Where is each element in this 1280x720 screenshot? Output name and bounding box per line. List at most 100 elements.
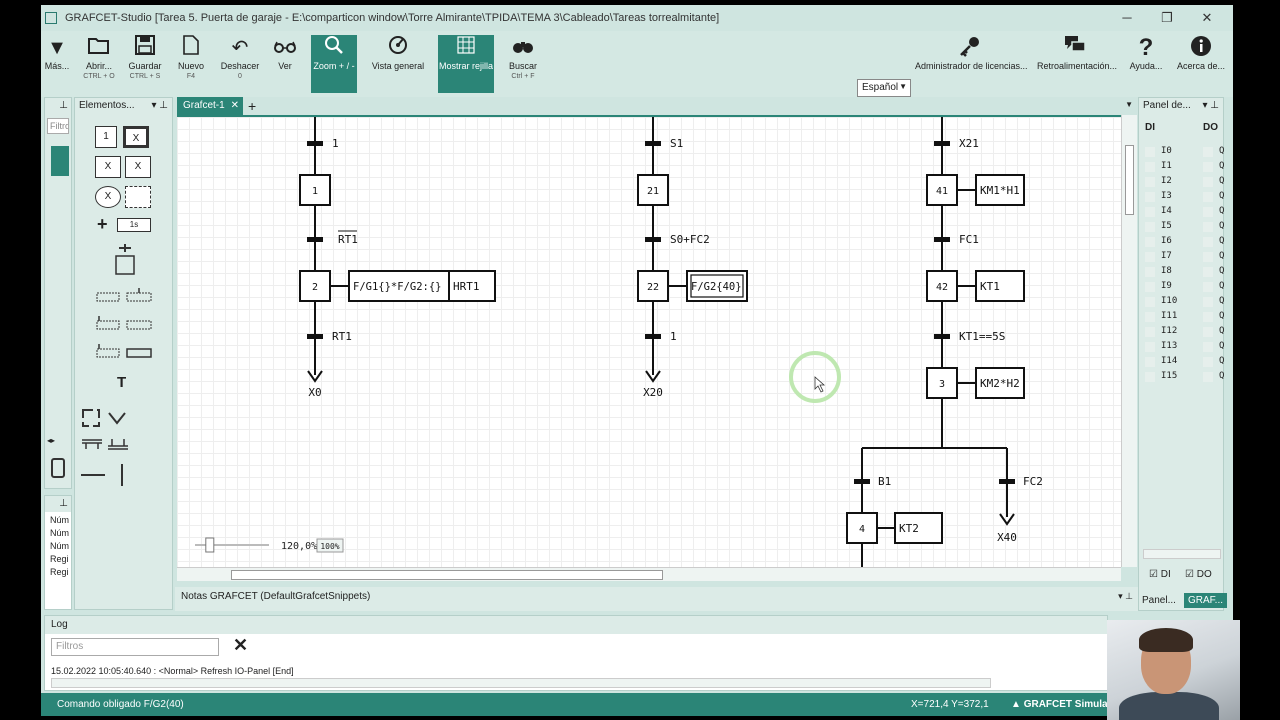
- tab-grafcet[interactable]: GRAF...: [1184, 593, 1228, 608]
- input-state-box[interactable]: [1145, 251, 1155, 262]
- output-state-box[interactable]: [1203, 251, 1213, 262]
- transition-bar[interactable]: [934, 334, 950, 339]
- output-state-box[interactable]: [1203, 206, 1213, 217]
- zoom-button[interactable]: Zoom + / -: [311, 35, 357, 93]
- show-grid-button[interactable]: Mostrar rejilla: [438, 35, 494, 93]
- horizontal-scroll-thumb[interactable]: [231, 570, 663, 580]
- input-state-box[interactable]: [1145, 311, 1155, 322]
- output-state-box[interactable]: [1203, 296, 1213, 307]
- digital-output-row[interactable]: Q: [1203, 249, 1224, 264]
- parallel-bottom-icon[interactable]: [107, 438, 129, 453]
- transition-bar[interactable]: [307, 141, 323, 146]
- transition-bar[interactable]: [999, 479, 1015, 484]
- jump-arrow-icon[interactable]: [107, 408, 127, 431]
- digital-input-row[interactable]: I6: [1145, 234, 1177, 249]
- digital-input-row[interactable]: I7: [1145, 249, 1177, 264]
- step-3[interactable]: [926, 367, 958, 399]
- digital-output-row[interactable]: Q: [1203, 309, 1224, 324]
- digital-input-row[interactable]: I13: [1145, 339, 1177, 354]
- transition-bar[interactable]: [934, 237, 950, 242]
- output-state-box[interactable]: [1203, 191, 1213, 202]
- help-button[interactable]: ? Ayuda...: [1123, 35, 1169, 93]
- digital-output-row[interactable]: Q: [1203, 204, 1224, 219]
- vertical-scroll-thumb[interactable]: [1125, 145, 1134, 215]
- undo-button[interactable]: ↶ Deshacer 0: [217, 35, 263, 93]
- minimize-button[interactable]: ─: [1122, 10, 1132, 25]
- output-state-box[interactable]: [1203, 161, 1213, 172]
- transition-bar[interactable]: [645, 141, 661, 146]
- di-checkbox[interactable]: ☑ DI: [1149, 569, 1171, 580]
- input-state-box[interactable]: [1145, 161, 1155, 172]
- maximize-button[interactable]: ❐: [1161, 10, 1173, 25]
- transition-bar[interactable]: [645, 237, 661, 242]
- parallel-top-icon[interactable]: [81, 438, 103, 453]
- digital-input-row[interactable]: I4: [1145, 204, 1177, 219]
- input-state-box[interactable]: [1145, 266, 1155, 277]
- digital-output-row[interactable]: Q: [1203, 144, 1224, 159]
- input-state-box[interactable]: [1145, 296, 1155, 307]
- horizontal-line-icon[interactable]: [81, 474, 105, 476]
- digital-input-row[interactable]: I8: [1145, 264, 1177, 279]
- digital-input-row[interactable]: I11: [1145, 309, 1177, 324]
- canvas-horizontal-scrollbar[interactable]: [177, 567, 1121, 581]
- digital-output-row[interactable]: Q: [1203, 369, 1224, 384]
- input-state-box[interactable]: [1145, 356, 1155, 367]
- action-box[interactable]: [975, 270, 1025, 302]
- digital-output-row[interactable]: Q: [1203, 339, 1224, 354]
- step-1[interactable]: [299, 174, 331, 206]
- output-state-box[interactable]: [1203, 266, 1213, 277]
- digital-output-row[interactable]: Q: [1203, 354, 1224, 369]
- text-tool-icon[interactable]: T: [117, 374, 127, 391]
- canvas-vertical-scrollbar[interactable]: [1121, 115, 1137, 567]
- transition-bar[interactable]: [645, 334, 661, 339]
- close-button[interactable]: ✕: [1201, 10, 1213, 25]
- add-transition-icon[interactable]: +: [97, 214, 108, 234]
- language-select[interactable]: Español ▼: [857, 79, 911, 97]
- plc-device-icon[interactable]: [51, 458, 65, 478]
- license-manager-button[interactable]: Administrador de licencias...: [915, 35, 1028, 93]
- output-state-box[interactable]: [1203, 311, 1213, 322]
- tab-io-panel[interactable]: Panel...: [1142, 595, 1176, 606]
- digital-output-row[interactable]: Q: [1203, 324, 1224, 339]
- transition-bar[interactable]: [307, 237, 323, 242]
- grafcet-canvas[interactable]: 1 1 RT1 2 F/G1{}*F/G2:{} HRT1 RT1 X0 S1 …: [177, 115, 1121, 567]
- tab-grafcet-1[interactable]: Grafcet-1 ✕: [177, 97, 243, 115]
- digital-input-row[interactable]: I3: [1145, 189, 1177, 204]
- divergence-or-icon[interactable]: [95, 316, 155, 335]
- vertical-line-icon[interactable]: [121, 464, 123, 486]
- more-button[interactable]: ▼ Más...: [44, 37, 70, 71]
- input-state-box[interactable]: [1145, 176, 1155, 187]
- digital-input-row[interactable]: I10: [1145, 294, 1177, 309]
- digital-output-row[interactable]: Q: [1203, 264, 1224, 279]
- encapsulated-step-element[interactable]: X: [95, 186, 121, 208]
- notes-pin-icon[interactable]: ▾ ⊥: [1118, 591, 1133, 601]
- divergence-and-icon[interactable]: [95, 288, 155, 307]
- digital-output-row[interactable]: Q: [1203, 159, 1224, 174]
- digital-output-row[interactable]: Q: [1203, 219, 1224, 234]
- panel-menu-icon[interactable]: ▾ ⊥: [151, 100, 168, 111]
- zoom-slider-thumb[interactable]: [205, 537, 215, 553]
- library-tab[interactable]: [51, 146, 69, 176]
- digital-input-row[interactable]: I5: [1145, 219, 1177, 234]
- notes-panel[interactable]: Notas GRAFCET (DefaultGrafcetSnippets) ▾…: [175, 587, 1139, 611]
- action-box[interactable]: [894, 512, 943, 544]
- digital-output-row[interactable]: Q: [1203, 189, 1224, 204]
- output-state-box[interactable]: [1203, 341, 1213, 352]
- feedback-button[interactable]: Retroalimentación...: [1037, 35, 1117, 93]
- macro-step-element[interactable]: X: [95, 156, 121, 178]
- initial-step-element[interactable]: X: [123, 126, 149, 148]
- input-state-box[interactable]: [1145, 146, 1155, 157]
- digital-output-row[interactable]: Q: [1203, 234, 1224, 249]
- io-horizontal-scrollbar[interactable]: [1143, 549, 1221, 559]
- output-state-box[interactable]: [1203, 146, 1213, 157]
- log-filter-input[interactable]: Filtros: [51, 638, 219, 656]
- panel-pin-icon[interactable]: ⊥: [45, 98, 71, 114]
- convergence-icon[interactable]: [95, 344, 155, 363]
- properties-pin-icon[interactable]: ⊥: [45, 496, 71, 512]
- view-button[interactable]: Ver: [269, 35, 301, 93]
- scroll-arrows-icon[interactable]: ◂▸: [47, 436, 56, 445]
- digital-input-row[interactable]: I1: [1145, 159, 1177, 174]
- input-state-box[interactable]: [1145, 281, 1155, 292]
- step-41[interactable]: [926, 174, 958, 206]
- step-21[interactable]: [637, 174, 669, 206]
